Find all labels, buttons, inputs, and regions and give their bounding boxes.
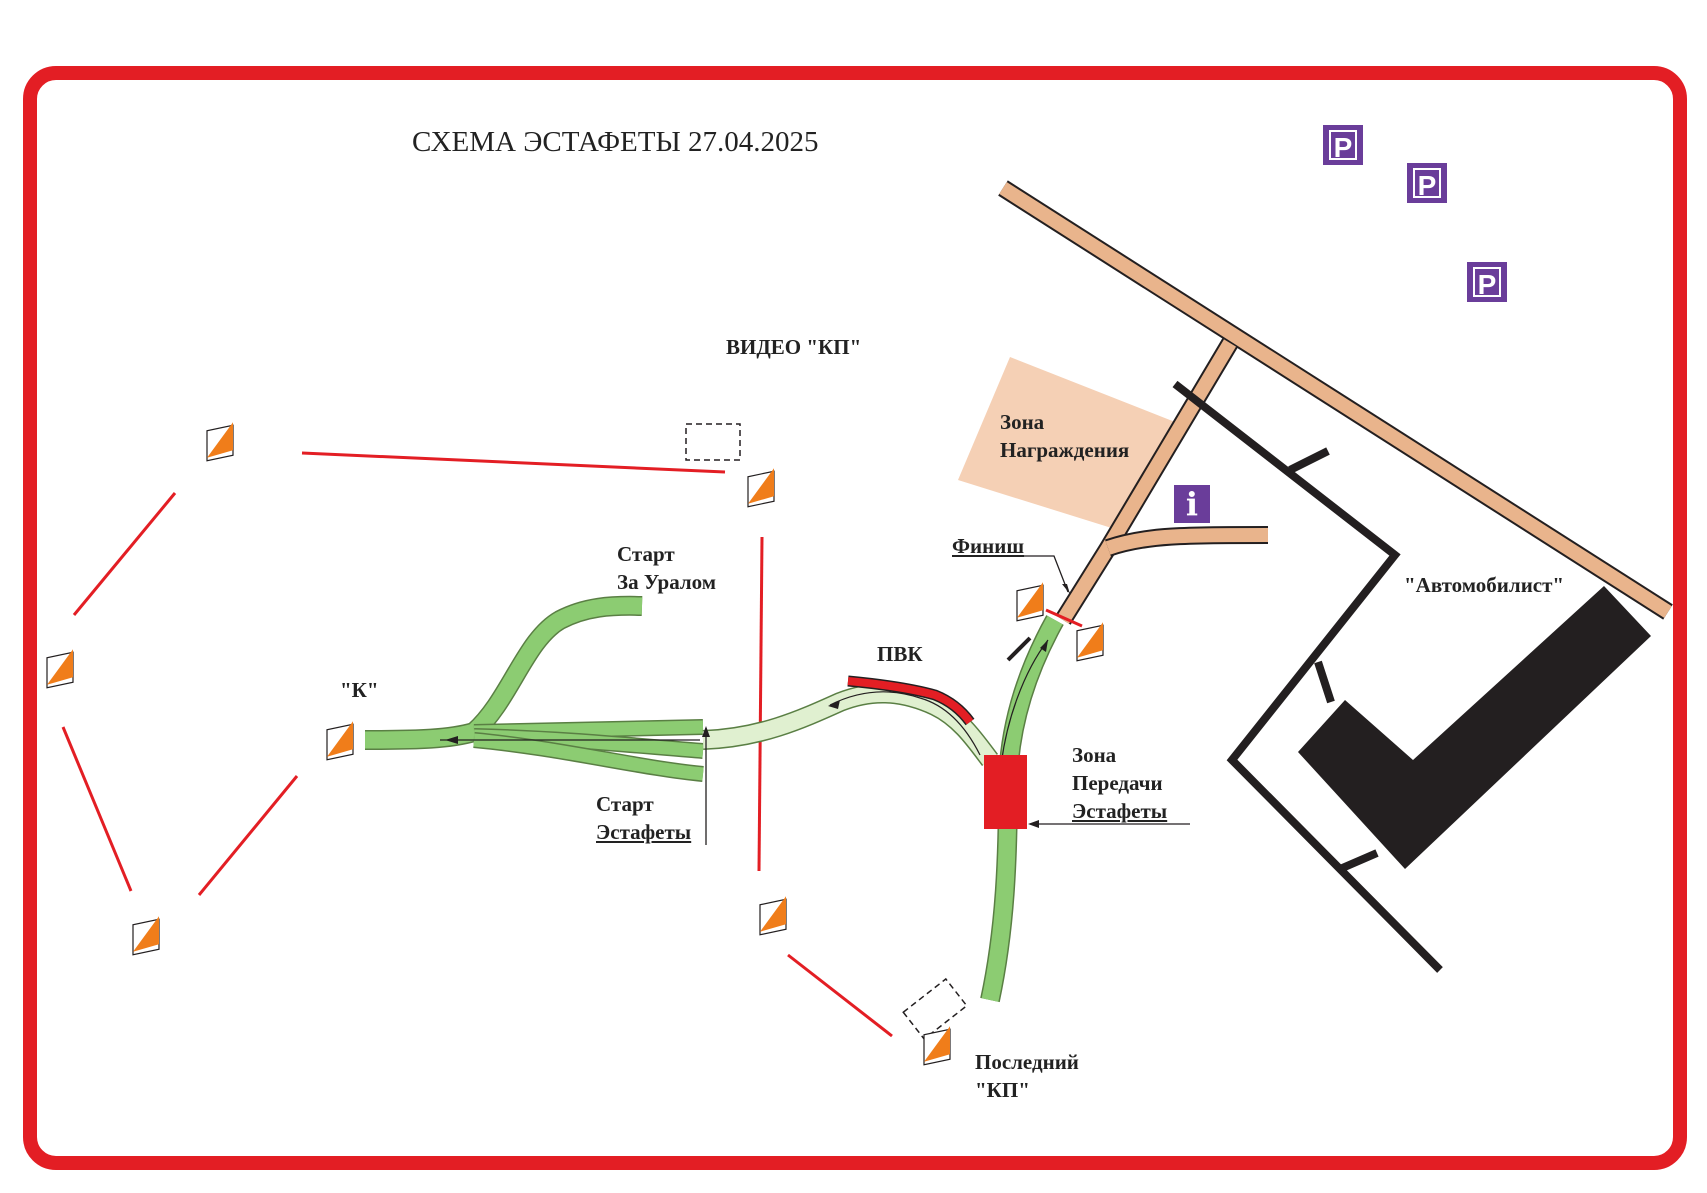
start-ural-label: Старт За Уралом [617,542,717,594]
start-relay-label: Старт Эстафеты [596,792,692,844]
award-zone-label: Зона Награждения [1000,410,1130,462]
control-point-flag[interactable] [1076,621,1104,662]
handover-zone-label: Зона Передачи Эстафеты [1072,743,1168,823]
parking-icon: P [1467,262,1507,302]
award-zone-area [958,357,1175,530]
k-label: "К" [340,678,379,702]
handover-zone-box [984,755,1027,829]
video-kp-label: ВИДЕО "КП" [726,335,862,359]
fences [1172,380,1443,973]
map-frame [23,66,1687,1170]
control-point-flag[interactable] [326,720,354,761]
info-icon: i [1174,485,1210,523]
avtomobilist-label: "Автомобилист" [1404,573,1565,597]
last-kp-camera-box [902,977,968,1041]
control-point-flag[interactable] [1016,581,1044,622]
page-title: СХЕМА ЭСТАФЕТЫ 27.04.2025 [412,126,819,158]
course-legs [61,451,1083,1038]
start-paths [364,595,704,782]
parking-icon: P [1407,163,1447,203]
avtomobilist-building [1298,586,1651,869]
pointer-lines [705,555,1190,845]
control-point-flag[interactable] [132,915,160,956]
last-kp-label: Последний "КП" [975,1050,1079,1102]
pvk-label: ПВК [877,642,923,666]
control-point-flag[interactable] [747,467,775,508]
control-point-flag[interactable] [46,648,74,689]
video-camera-box [685,423,741,461]
roads [998,180,1673,625]
control-point-flag[interactable] [923,1025,951,1066]
parking-icon: P [1323,125,1363,165]
control-point-flag[interactable] [759,895,787,936]
finish-label: Финиш [952,534,1025,558]
control-point-flag[interactable] [206,421,234,462]
